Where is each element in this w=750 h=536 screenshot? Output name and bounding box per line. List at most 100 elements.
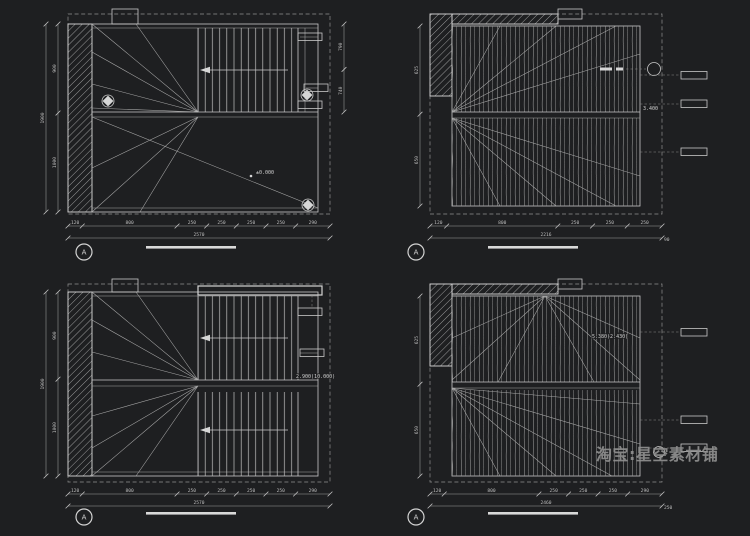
level-note: 2.900(10.000)	[296, 374, 335, 380]
stair-direction-arrow	[200, 334, 288, 342]
dim-label: 2460	[540, 500, 551, 506]
callout-tag	[680, 328, 708, 337]
dim-label: 2570	[193, 500, 204, 506]
stair-direction-arrow	[200, 426, 288, 434]
panel-stair-plan-top-right: 3.400 90 A	[407, 8, 708, 261]
dim-label: 2570	[193, 232, 204, 238]
dim-label: 250	[571, 220, 580, 226]
callout-tag	[680, 147, 708, 156]
dim-label: 650	[414, 156, 420, 165]
dim-label: 120	[71, 220, 80, 226]
wall-left-hatched	[429, 13, 453, 97]
panel-stair-plan-bottom-left: 2.900(10.000) A	[67, 278, 336, 526]
dim-label: 250	[247, 488, 256, 494]
dim-label: 625	[414, 336, 420, 345]
winder-fan-lower	[91, 116, 319, 213]
callout-tag	[297, 100, 323, 109]
callout-tag	[680, 415, 708, 424]
target-symbol	[301, 198, 315, 212]
wall-left-hatched	[67, 23, 93, 213]
callout-tag	[299, 348, 325, 357]
dim-label: 800	[487, 488, 496, 494]
dim-label: 120	[434, 220, 443, 226]
wall-top-hatched	[451, 283, 559, 295]
dim-label: 800	[125, 220, 134, 226]
scale-bar	[488, 512, 578, 515]
dim-chain-tr-l: 625 650	[413, 23, 423, 209]
dim-label: 800	[498, 220, 507, 226]
callout-tag	[680, 71, 708, 80]
dim-label: 250	[217, 488, 226, 494]
dim-chain-br-bt: 2460	[427, 499, 665, 509]
level-marker-dot	[249, 174, 253, 178]
dim-label: 790	[338, 42, 344, 51]
dim-label: 740	[338, 86, 344, 95]
stair-texture-upper	[452, 296, 640, 382]
dim-label: 250	[188, 488, 197, 494]
dim-label: 290	[641, 488, 650, 494]
stair-direction-arrow	[200, 66, 288, 74]
stair-texture-lower	[452, 118, 640, 206]
callout-tag	[303, 83, 329, 92]
level-note: 5.380(2.430)	[592, 334, 628, 340]
section-bubble: A	[75, 508, 93, 526]
stair-treads-lower	[198, 392, 298, 476]
dim-chain-tr-bt: 2216	[427, 231, 665, 241]
dim-label: 2216	[540, 232, 551, 238]
door-marker	[557, 8, 583, 20]
section-label: A	[82, 249, 87, 257]
section-bubble: A	[407, 508, 425, 526]
dim-label: 250	[606, 220, 615, 226]
elevation-marker	[600, 62, 661, 76]
section-bubble: A	[407, 243, 425, 261]
dim-label: 120	[71, 488, 80, 494]
section-bubble: A	[75, 243, 93, 261]
winder-fan-upper	[91, 23, 199, 113]
dim-label: 1900	[40, 378, 46, 389]
reference-circle	[653, 446, 665, 458]
wall-left-hatched	[67, 291, 93, 477]
dim-label: 625	[414, 66, 420, 75]
dim-label: 250	[277, 488, 286, 494]
panel-stair-plan-top-left: ±0.000 A	[67, 8, 331, 261]
target-symbol	[300, 88, 314, 102]
edge-dim: 250	[664, 505, 673, 511]
scale-bar	[146, 246, 236, 249]
plan-outline	[91, 23, 319, 213]
edge-dim: 90	[664, 237, 670, 243]
scale-bar	[146, 512, 236, 515]
wall-left-hatched	[429, 283, 453, 367]
dim-label: 650	[414, 426, 420, 435]
wall-top-hatched	[451, 13, 559, 25]
dim-chain-bl-lt: 1900	[39, 289, 49, 479]
callout-tag	[680, 443, 708, 452]
winder-fan-upper	[91, 291, 199, 381]
door-marker	[111, 8, 139, 25]
winder-fan-lower	[451, 117, 641, 207]
winder-fan-lower	[91, 385, 199, 477]
dim-chain-bl-bt: 2570	[65, 499, 333, 509]
dim-label: 1000	[52, 422, 58, 433]
panel-stair-plan-bottom-right: 5.380(2.430) 250 A	[407, 278, 708, 526]
dim-label: 1900	[40, 112, 46, 123]
dim-label: 250	[277, 220, 286, 226]
dim-chain-tl-bt: 2570	[65, 231, 333, 241]
handrail	[197, 285, 323, 296]
winder-fan-upper	[451, 295, 641, 383]
dim-label: 250	[579, 488, 588, 494]
dim-label: 250	[247, 220, 256, 226]
section-label: A	[414, 249, 419, 257]
dim-chain-tl-lt: 1900	[39, 21, 49, 215]
dim-chain-br-l: 625 650	[413, 293, 423, 479]
target-symbol	[101, 94, 115, 108]
dim-chain-tl-r: 790 740	[337, 21, 347, 115]
callout-tag	[680, 99, 708, 108]
level-note: 3.400	[643, 106, 658, 112]
